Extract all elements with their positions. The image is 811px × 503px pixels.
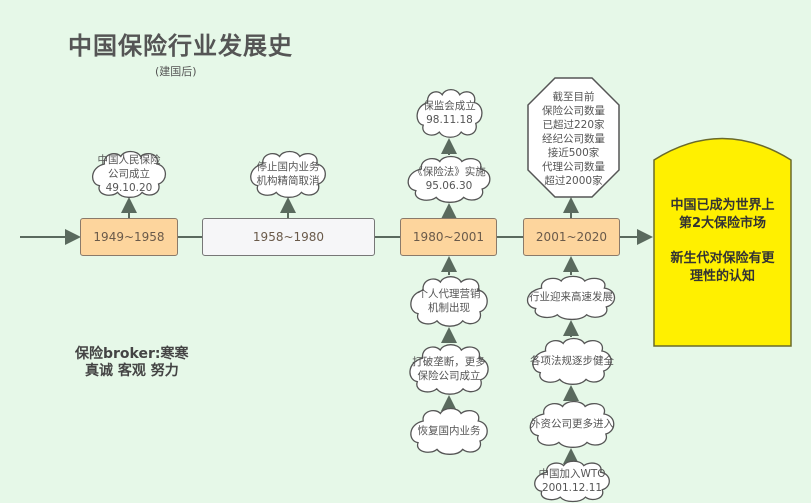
event-cloud[interactable]: 外资公司更多进入 (525, 399, 619, 449)
period-box-2001-2020[interactable]: 2001~2020 (523, 218, 620, 256)
signature-name: 保险broker:寒寒 (75, 346, 189, 362)
page-subtitle: (建国后) (155, 65, 197, 78)
cloud-shape (88, 149, 170, 199)
event-cloud[interactable]: 打破垄断，更多 保险公司成立 (405, 342, 493, 396)
cloud-shape (406, 274, 492, 328)
period-box-1980-2001[interactable]: 1980~2001 (400, 218, 497, 256)
event-cloud[interactable]: 中国人民保险 公司成立 49.10.20 (88, 149, 170, 199)
cloud-shape (403, 154, 495, 204)
event-text: 外资公司更多进入 (530, 417, 614, 430)
event-text: 停止国内业务 机构精简取消 (256, 160, 320, 187)
cloud-shape (525, 399, 619, 449)
event-text: 中国人民保险 公司成立 49.10.20 (97, 153, 161, 195)
event-cloud[interactable]: 停止国内业务 机构精简取消 (246, 149, 330, 199)
cloud-shape (522, 274, 620, 321)
event-cloud[interactable]: 个人代理营销 机制出现 (406, 274, 492, 328)
event-cloud[interactable]: 保监会成立 98.11.18 (413, 87, 486, 139)
event-text: 打破垄断，更多 保险公司成立 (412, 355, 486, 382)
signature-motto: 真诚 客观 努力 (85, 363, 179, 379)
cloud-shape (528, 336, 616, 386)
event-text: 个人代理营销 机制出现 (417, 287, 481, 314)
event-cloud[interactable]: 恢复国内业务 (406, 406, 492, 456)
event-text: 各项法规逐步健全 (530, 354, 614, 367)
cloud-shape (530, 459, 614, 503)
event-cloud[interactable]: 行业迎来高速发展 (522, 274, 620, 321)
event-text: 《保险法》实施 95.06.30 (412, 165, 486, 192)
cloud-shape (406, 406, 492, 456)
event-text: 行业迎来高速发展 (529, 291, 613, 304)
cloud-shape (405, 342, 493, 396)
period-box-1958-1980[interactable]: 1958~1980 (202, 218, 375, 256)
goal-text-2: 新生代对保险有更 理性的认知 (670, 251, 775, 284)
goal-shape[interactable]: 中国已成为世界上 第2大保险市场 新生代对保险有更 理性的认知 (653, 137, 792, 347)
cloud-shape (413, 87, 486, 139)
event-text: 恢复国内业务 (417, 424, 481, 437)
stats-octagon[interactable]: 截至目前 保险公司数量 已超过220家 经纪公司数量 接近500家 代理公司数量… (527, 77, 620, 198)
cloud-shape (246, 149, 330, 199)
event-text: 保监会成立 98.11.18 (423, 99, 476, 126)
event-cloud[interactable]: 中国加入WTO 2001.12.11 (530, 459, 614, 503)
page-title: 中国保险行业发展史 (68, 32, 293, 60)
stats-text: 截至目前 保险公司数量 已超过220家 经纪公司数量 接近500家 代理公司数量… (542, 91, 605, 187)
event-text: 中国加入WTO 2001.12.11 (538, 467, 606, 494)
period-box-1949-1958[interactable]: 1949~1958 (80, 218, 178, 256)
event-cloud[interactable]: 各项法规逐步健全 (528, 336, 616, 386)
goal-text-1: 中国已成为世界上 第2大保险市场 (670, 198, 775, 231)
event-cloud[interactable]: 《保险法》实施 95.06.30 (403, 154, 495, 204)
